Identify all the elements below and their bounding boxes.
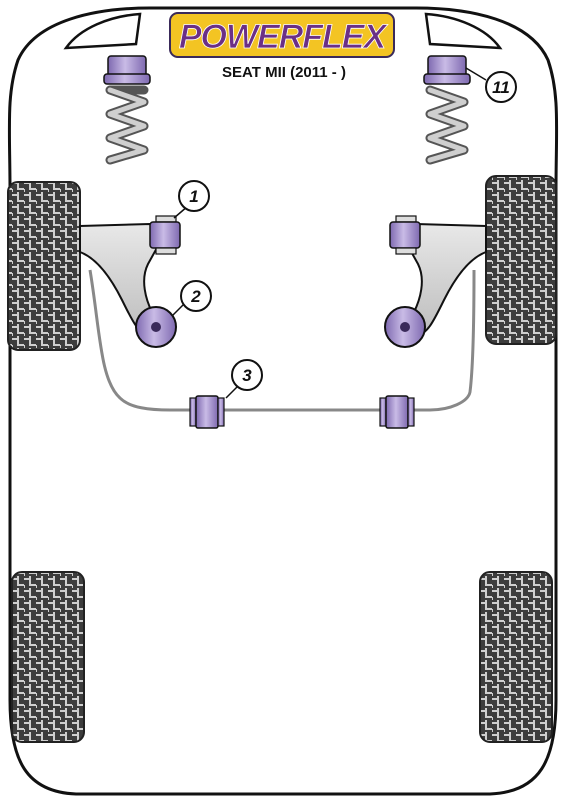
callout-1-number: 1 — [189, 187, 198, 206]
right-rear-wishbone-bush — [384, 306, 426, 348]
car-body-outline — [7, 6, 559, 796]
right-spring — [423, 55, 471, 165]
vehicle-label: SEAT MII (2011 - ) — [222, 64, 346, 81]
anti-roll-bar — [88, 269, 476, 412]
right-front-wishbone-bush — [389, 215, 421, 255]
powerflex-logo: POWERFLEX — [169, 12, 395, 58]
callout-3: 3 — [225, 359, 263, 399]
left-front-wishbone-bush — [149, 215, 181, 255]
left-anti-roll-bar-bush — [189, 395, 225, 429]
front-right-window — [424, 12, 503, 50]
front-left-window — [63, 12, 142, 50]
callout-1: 1 — [173, 180, 210, 219]
rear-left-tyre — [11, 571, 85, 743]
front-left-tyre — [7, 181, 81, 351]
callout-11: 11 — [465, 67, 517, 103]
rear-right-tyre — [479, 571, 553, 743]
callout-2: 2 — [171, 280, 212, 317]
right-anti-roll-bar-bush — [379, 395, 415, 429]
left-spring — [103, 55, 151, 165]
left-rear-wishbone-bush — [135, 306, 177, 348]
front-right-tyre — [485, 175, 557, 345]
brand-name: POWERFLEX — [179, 18, 389, 56]
callout-3-number: 3 — [242, 366, 252, 385]
callout-2-number: 2 — [190, 287, 201, 306]
callout-11-number: 11 — [492, 78, 510, 97]
